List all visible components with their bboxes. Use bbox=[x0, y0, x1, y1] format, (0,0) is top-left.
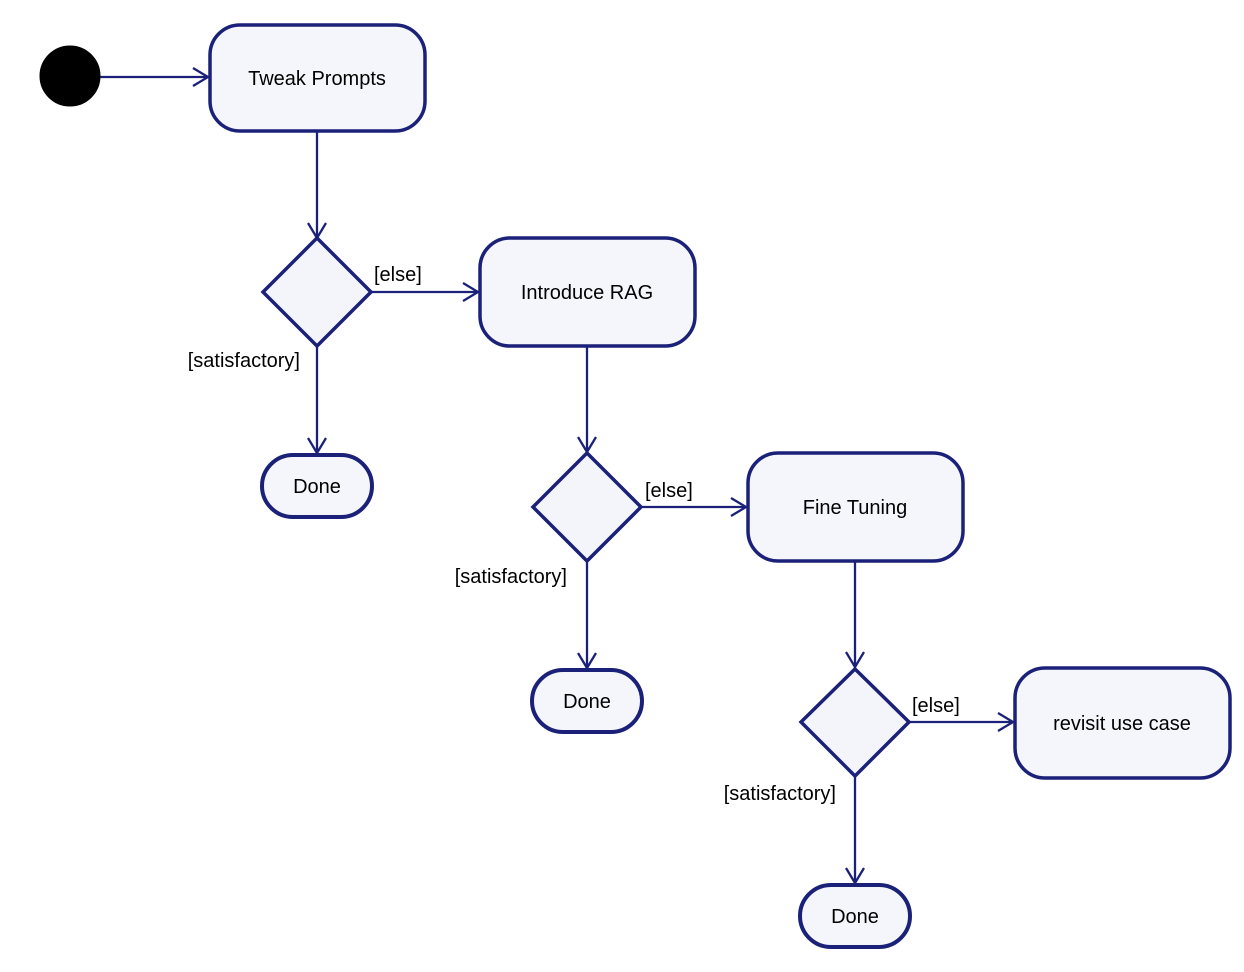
guard-label-else-2: [else] bbox=[645, 480, 693, 502]
start-node bbox=[39, 45, 101, 107]
activity-revisit-use-case-label: revisit use case bbox=[1053, 713, 1191, 735]
guard-labels: [else] [satisfactory] [else] [satisfacto… bbox=[188, 264, 960, 805]
activity-tweak-prompts-label: Tweak Prompts bbox=[248, 68, 386, 90]
guard-label-satisfactory-2: [satisfactory] bbox=[455, 566, 567, 588]
activity-introduce-rag-box bbox=[478, 236, 697, 348]
decision-3-diamond bbox=[798, 666, 912, 779]
activity-revisit-use-case-box bbox=[1013, 666, 1232, 780]
guard-label-else-3: [else] bbox=[912, 695, 960, 717]
activity-revisit-use-case: revisit use case bbox=[1013, 666, 1232, 780]
activity-introduce-rag-label: Introduce RAG bbox=[521, 282, 653, 304]
end-node-done-1-pill bbox=[260, 453, 374, 519]
decision-3 bbox=[798, 666, 912, 779]
activity-fine-tuning-label: Fine Tuning bbox=[803, 497, 908, 519]
end-node-done-1: Done bbox=[260, 453, 374, 519]
activity-fine-tuning-box bbox=[746, 451, 965, 563]
activity-fine-tuning: Fine Tuning bbox=[746, 451, 965, 563]
activity-tweak-prompts: Tweak Prompts bbox=[208, 23, 427, 133]
edges bbox=[100, 67, 1016, 886]
end-node-done-2-pill bbox=[530, 668, 644, 734]
end-node-done-2: Done bbox=[530, 668, 644, 734]
guard-label-else-1: [else] bbox=[374, 264, 422, 286]
end-node-done-1-label: Done bbox=[293, 476, 341, 498]
end-node-done-3: Done bbox=[798, 883, 912, 949]
decision-1-diamond bbox=[260, 235, 374, 349]
activity-tweak-prompts-box bbox=[208, 23, 427, 133]
decision-2-diamond bbox=[530, 450, 644, 564]
end-node-done-3-pill bbox=[798, 883, 912, 949]
initial-state-circle bbox=[39, 45, 101, 107]
end-node-done-3-label: Done bbox=[831, 906, 879, 928]
guard-label-satisfactory-1: [satisfactory] bbox=[188, 350, 300, 372]
decision-1 bbox=[260, 235, 374, 349]
guard-label-satisfactory-3: [satisfactory] bbox=[724, 783, 836, 805]
activity-introduce-rag: Introduce RAG bbox=[478, 236, 697, 348]
end-node-done-2-label: Done bbox=[563, 691, 611, 713]
decision-2 bbox=[530, 450, 644, 564]
